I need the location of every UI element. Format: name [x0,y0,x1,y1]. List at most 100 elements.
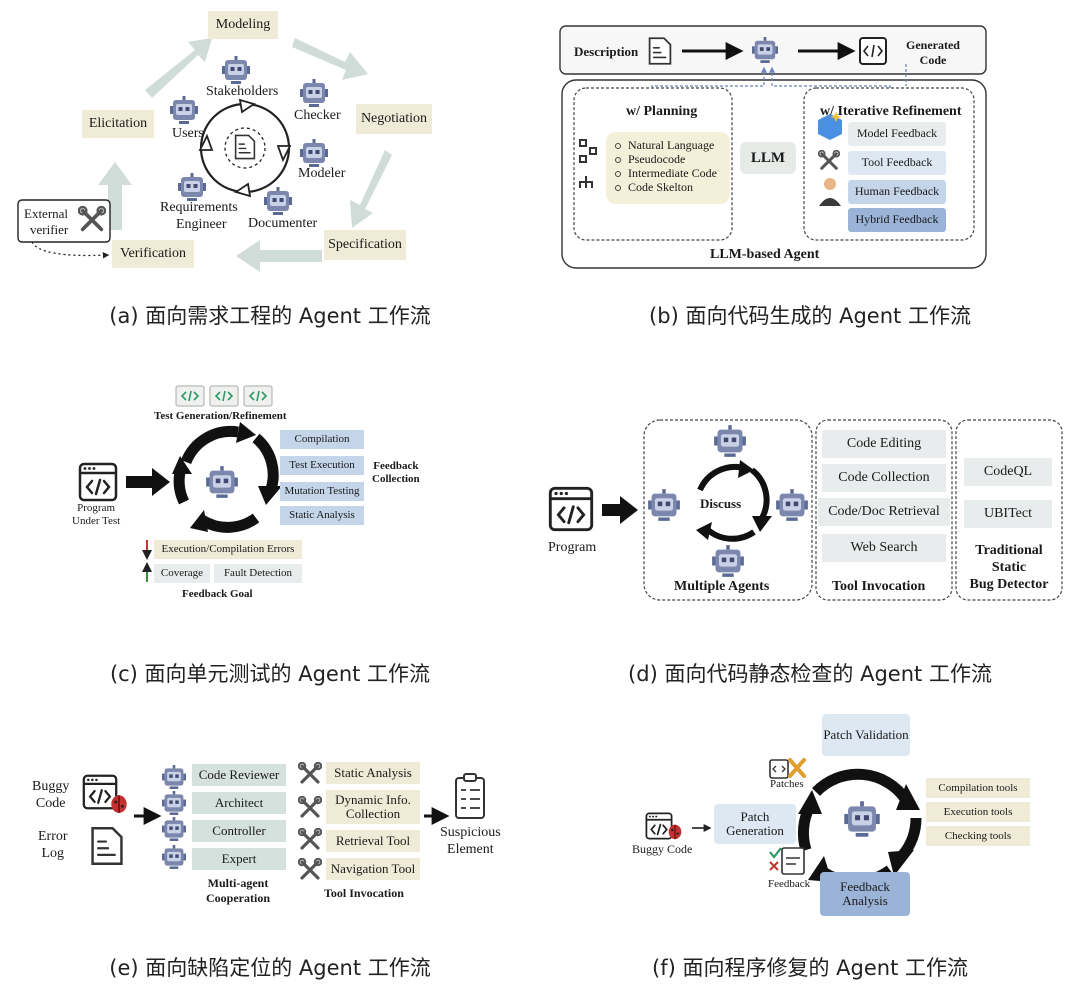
llm-based-agent-label: LLM-based Agent [710,247,820,262]
program-under-test-line1: Program [77,502,116,514]
tool-execution: Execution tools [926,802,1030,822]
external-verifier-line1: External [24,206,69,221]
multi-agent-cooperation-label: Multi-agent Cooperation [196,876,280,906]
stage-negotiation: Negotiation [356,104,432,134]
buggy-code-line1: Buggy [32,779,70,794]
error-log-line1: Error [38,829,68,844]
program-under-test-line2: Under Test [72,515,121,527]
tool-code-collection: Code Collection [822,464,946,492]
program-label: Program [548,540,597,555]
discuss-label: Discuss [700,496,742,511]
cooperation-line1: Multi-agent [207,876,269,890]
stage-modeling: Modeling [208,11,278,39]
collection-static-analysis: Static Analysis [280,506,364,525]
feedback-hybrid: Hybrid Feedback [848,208,946,232]
traditional-detector-label: Traditional Static Bug Detector [958,542,1060,593]
feedback-tool: Tool Feedback [848,151,946,175]
description-label: Description [574,44,639,59]
role-architect: Architect [192,792,286,814]
detector-ubitect: UBITect [964,500,1052,528]
tool-navigation: Navigation Tool [326,858,420,880]
caption-e: (e) 面向缺陷定位的 Agent 工作流 [109,956,431,980]
caption-f: (f) 面向程序修复的 Agent 工作流 [652,956,968,980]
tool-web-search: Web Search [822,534,946,562]
goal-errors: Execution/Compilation Errors [154,540,302,559]
feedback-label: Feedback [768,878,811,890]
feedback-human: Human Feedback [848,180,946,204]
stage-specification: Specification [324,230,406,260]
tool-code-doc-retrieval: Code/Doc Retrieval [818,498,950,526]
role-documenter: Documenter [248,216,318,231]
feedback-collection-line2: Collection [372,473,420,485]
llm-box: LLM [740,142,796,174]
panel-fault-localization: Buggy Code Error Log Code Reviewer Archi… [0,720,540,996]
error-log-label: Error Log [38,828,68,862]
role-controller: Controller [192,820,286,842]
stage-elicitation: Elicitation [82,110,154,138]
error-log-line2: Log [41,846,65,861]
traditional-line3: Bug Detector [969,577,1049,592]
role-code-reviewer: Code Reviewer [192,764,286,786]
role-stakeholders: Stakeholders [206,84,279,99]
tool-dynamic-info: Dynamic Info. Collection [326,790,420,824]
panel-code-generation: Description Generated Code w/ Planning N… [540,0,1080,340]
tool-checking: Checking tools [926,826,1030,846]
tool-compilation: Compilation tools [926,778,1030,798]
role-checker: Checker [294,108,341,123]
feedback-analysis-box: Feedback Analysis [820,872,910,916]
suspicious-element-label: Suspicious Element [440,824,501,858]
panel-requirements-engineering: Modeling Negotiation Specification Verif… [0,0,540,340]
role-expert: Expert [192,848,286,870]
feedback-collection-line1: Feedback [373,460,419,472]
panel-unit-testing: Test Generation/Refinement Program Under… [0,360,540,700]
tool-code-editing: Code Editing [822,430,946,458]
cooperation-line2: Cooperation [206,891,270,905]
test-generation-label: Test Generation/Refinement [154,410,287,422]
caption-c: (c) 面向单元测试的 Agent 工作流 [109,662,431,686]
caption-a: (a) 面向需求工程的 Agent 工作流 [109,304,431,328]
traditional-line2: Static [991,560,1027,575]
feedback-model: Model Feedback [848,122,946,146]
planning-title: w/ Planning [626,104,698,119]
tool-retrieval: Retrieval Tool [326,830,420,852]
role-users: Users [172,126,204,141]
planning-item-natural-language: Natural Language [628,138,715,152]
goal-fault-detection: Fault Detection [214,564,302,583]
generated-code-label: Generated Code [906,38,960,68]
collection-mutation-testing: Mutation Testing [280,482,364,501]
suspicious-line2: Element [447,842,494,857]
role-requirements: Requirements [160,200,238,215]
patch-generation-box: Patch Generation [714,804,796,844]
collection-compilation: Compilation [280,430,364,449]
multiple-agents-label: Multiple Agents [674,579,770,594]
planning-item-pseudocode: Pseudocode [628,152,686,166]
refinement-title: w/ Iterative Refinement [820,104,962,119]
program-under-test-label: Program Under Test [72,502,120,528]
buggy-code-line2: Code [35,796,66,811]
tool-static-analysis: Static Analysis [326,762,420,784]
goal-coverage: Coverage [154,564,210,583]
tool-invocation-label-e: Tool Invocation [324,886,404,900]
panel-program-repair: Patch Validation Patches Patch Generatio… [540,714,1080,996]
feedback-goal-label: Feedback Goal [182,588,253,600]
patch-validation-box: Patch Validation [822,714,910,756]
traditional-line1: Traditional [975,543,1043,558]
suspicious-line1: Suspicious [440,825,501,840]
generated-code-line2: Code [919,53,947,67]
feedback-collection-label: Feedback Collection [372,460,420,486]
external-verifier-line2: verifier [30,222,69,237]
external-verifier-label: External verifier [24,206,68,238]
buggy-code-label: Buggy Code [32,778,69,812]
planning-item-code-skelton: Code Skelton [628,180,693,194]
detector-codeql: CodeQL [964,458,1052,486]
generated-code-line1: Generated [906,38,960,52]
role-engineer: Engineer [176,217,227,232]
tool-invocation-label: Tool Invocation [832,579,926,594]
buggy-code-label-f: Buggy Code [632,842,693,856]
stage-verification: Verification [112,240,194,268]
patches-label: Patches [770,778,804,790]
collection-test-execution: Test Execution [280,456,364,475]
panel-static-analysis: Program Discuss Multiple Agents Code Edi… [540,360,1080,700]
caption-d: (d) 面向代码静态检查的 Agent 工作流 [628,662,992,686]
role-modeler: Modeler [298,166,346,181]
